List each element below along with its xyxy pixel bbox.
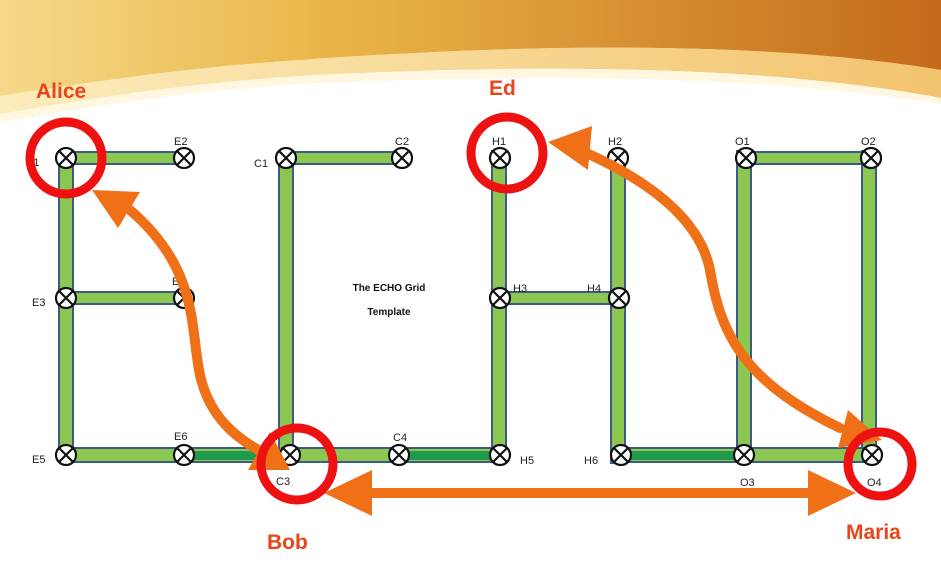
node-e2 [172,146,196,170]
arrowhead-maria-lower [808,470,856,516]
arrow-alice-bob [125,205,267,457]
line-o1-o3 [736,150,752,462]
node-c4 [387,443,411,467]
person-names: Alice Ed Bob Maria [36,77,901,554]
ring-maria [843,427,917,501]
person-rings [25,112,917,505]
label-c4: C4 [393,432,407,444]
node-e1 [54,146,78,170]
header-banner [0,0,941,122]
label-h1: H1 [492,136,506,148]
arrowhead-maria-upper [838,410,882,448]
label-e3: E3 [32,297,45,309]
highlighted-segments [190,451,738,460]
line-c1-c3 [278,150,294,462]
node-o1 [734,146,758,170]
line-o2-o4 [861,150,877,462]
person-bob: Bob [267,531,308,554]
highlight-h6-o3 [628,451,738,460]
label-o4: O4 [867,477,882,489]
grid-title: The ECHO Grid Template [353,283,426,318]
node-h4 [607,286,631,310]
highlight-e6-c3 [190,451,280,460]
label-h4: H4 [587,283,601,295]
label-h5: H5 [520,455,534,467]
label-o1: O1 [735,136,750,148]
node-c1 [274,146,298,170]
node-o3 [732,443,756,467]
line-c1-c2 [281,151,403,165]
arrowhead-alice [92,190,140,228]
arrowhead-bob-lower [324,470,372,516]
ring-bob [256,423,338,505]
person-alice: Alice [36,80,86,103]
grid-nodes [54,146,884,467]
node-o4 [860,443,884,467]
node-c2 [390,146,414,170]
node-h1 [488,146,512,170]
node-labels: E1 E2 E3 E4 E5 E6 C1 C2 C3 C4 H1 H2 H3 H… [26,136,882,489]
arrowhead-ed [548,126,592,170]
ring-ed [466,112,548,194]
line-e1-e2 [61,151,185,165]
label-c3: C3 [276,476,290,488]
node-h5 [488,443,512,467]
label-h6: H6 [584,455,598,467]
node-e3 [54,286,78,310]
arrow-ed-maria [570,143,845,433]
title-line-1: The ECHO Grid [353,283,426,294]
node-h6 [609,443,633,467]
label-e6: E6 [174,431,187,443]
person-maria: Maria [846,521,901,544]
label-e2: E2 [174,136,187,148]
label-o3: O3 [740,477,755,489]
ring-alice [25,117,107,199]
node-h3 [488,286,512,310]
line-e3-e4 [61,291,185,305]
label-o2: O2 [861,136,876,148]
person-ed: Ed [489,77,516,100]
label-h3: H3 [513,283,527,295]
label-e5: E5 [32,454,45,466]
label-h2: H2 [608,136,622,148]
label-c2: C2 [395,136,409,148]
highlight-c4-h5 [405,451,495,460]
label-c1: C1 [254,158,268,170]
connection-arrows [125,143,845,498]
node-e6 [172,443,196,467]
node-c3 [278,443,302,467]
line-o1-o2 [741,151,873,165]
node-o2 [859,146,883,170]
title-line-2: Template [367,307,411,318]
node-e5 [54,443,78,467]
